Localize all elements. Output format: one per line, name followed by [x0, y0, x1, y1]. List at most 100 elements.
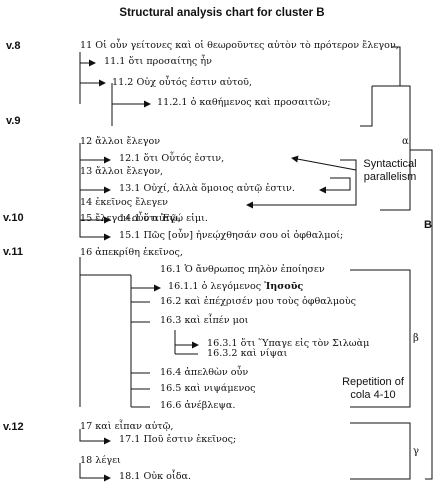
colon-12-1: 12.1 ὅτι Οὗτός ἐστιν,	[119, 153, 224, 164]
arrow-17-1	[79, 429, 111, 445]
arrow-18-1	[79, 463, 111, 482]
colon-number: 15.1	[119, 230, 141, 241]
colon-number: 11	[80, 40, 93, 51]
verse-label-v12: v.12	[3, 421, 24, 433]
colon-text: Ὁ ἄνθρωπος πηλὸν ἐποίησεν	[184, 264, 325, 275]
colon-text: ἄλλοι ἔλεγον,	[95, 166, 164, 177]
colon-text: ἀπεκρίθη ἐκεῖνος,	[95, 247, 183, 258]
colon-13: 13 ἄλλοι ἔλεγον,	[80, 166, 163, 177]
colon-text: καὶ ἐπέχρισέν μου τοὺς ὀφθαλμοὺς	[184, 296, 357, 307]
note-line-2: cola 4-10	[350, 389, 396, 401]
colon-16-3: 16.3 καὶ εἶπέν μοι	[160, 315, 248, 326]
bracket-label-b: B	[424, 219, 432, 231]
colon-15-1: 15.1 Πῶς [οὖν] ἠνεῴχθησάν σου οἱ ὀφθαλμο…	[119, 230, 343, 241]
bracket-label-alpha: α	[402, 136, 409, 147]
colon-text: ἔλεγον οὖν αὐτῷ,	[95, 213, 181, 224]
colon-number: 17.1	[119, 434, 141, 445]
note-line-1: Repetition of	[342, 376, 404, 388]
colon-number: 14.1	[119, 213, 141, 224]
bracket-alpha	[380, 85, 411, 211]
colon-11: 11 Οἱ οὖν γείτονες καὶ οἱ θεωροῦντες αὐτ…	[80, 40, 399, 51]
colon-18: 18 λέγει	[80, 455, 121, 466]
colon-number: 11.2.1	[157, 97, 188, 108]
colon-16-3-1: 16.3.1 ὅτι Ὕπαγε εἰς τὸν Σιλωὰμ	[207, 338, 369, 349]
arrow-16-1-1	[130, 275, 161, 292]
colon-text: ὅτι Ἐγώ εἰμι.	[143, 213, 208, 224]
colon-text: ἄλλοι ἔλεγον	[95, 136, 161, 147]
colon-number: 15	[80, 213, 93, 224]
colon-16-1: 16.1 Ὁ ἄνθρωπος πηλὸν ἐποίησεν	[160, 264, 325, 275]
colon-17-1: 17.1 Ποῦ ἐστιν ἐκεῖνος;	[119, 434, 236, 445]
colon-11-2-1: 11.2.1 ὁ καθήμενος καὶ προσαιτῶν;	[157, 97, 331, 108]
verse-label-v9: v.9	[6, 115, 21, 127]
colon-17: 17 καὶ εἶπαν αὐτῷ,	[80, 421, 173, 432]
colon-number: 16.1	[160, 264, 182, 275]
colon-number: 16.3.2	[207, 348, 238, 359]
verse-label-v11: v.11	[3, 246, 23, 258]
colon-number: 13	[80, 166, 93, 177]
colon-number: 17	[80, 421, 93, 432]
colon-number: 16.4	[160, 367, 182, 378]
colon-16: 16 ἀπεκρίθη ἐκεῖνος,	[80, 247, 183, 258]
colon-13-1: 13.1 Οὐχί, ἀλλὰ ὅμοιος αὐτῷ ἐστιν.	[119, 183, 295, 194]
colon-11-1: 11.1 ὅτι προσαίτης ἦν	[104, 56, 212, 67]
arrow-16-3-1	[174, 330, 199, 349]
colon-text: Ποῦ ἐστιν ἐκεῖνος;	[143, 434, 237, 445]
colon-16-6: 16.6 ἀνέβλεψα.	[160, 400, 235, 411]
colon-number: 16.6	[160, 400, 182, 411]
colon-number: 18	[80, 455, 93, 466]
bracket-label-beta: β	[413, 333, 419, 344]
colon-number: 12.1	[119, 153, 141, 164]
colon-number: 14	[80, 197, 93, 208]
bracket-gamma	[350, 422, 411, 480]
colon-18-1: 18.1 Οὐκ οἶδα.	[119, 471, 191, 482]
syn-arrow-14	[246, 176, 357, 209]
bracket-b	[410, 149, 433, 480]
note-syntactical-parallelism: Syntactical parallelism	[350, 158, 430, 184]
arrow-11-2-1	[111, 83, 151, 108]
arrow-16-1	[79, 257, 131, 276]
colon-text: καὶ εἶπαν αὐτῷ,	[95, 421, 174, 432]
colon-number: 16.3	[160, 315, 182, 326]
colon-text: ὁ καθήμενος καὶ προσαιτῶν;	[190, 97, 331, 108]
colon-number: 18.1	[119, 471, 141, 482]
note-line-1: Syntactical	[363, 158, 417, 170]
colon-text: καὶ εἶπέν μοι	[184, 315, 249, 326]
bracket-11	[372, 46, 401, 87]
colon-number: 11.2	[112, 77, 134, 88]
colon-number: 16.1.1	[168, 281, 199, 292]
syn-arrow-12b	[291, 155, 357, 171]
bracket-11-2	[360, 86, 373, 127]
colon-16-2: 16.2 καὶ ἐπέχρισέν μου τοὺς ὀφθαλμοὺς	[160, 296, 356, 307]
arrow-11-2	[79, 63, 106, 87]
colon-16-5: 16.5 καὶ νιψάμενος	[160, 383, 256, 394]
colon-text: καὶ νιψάμενος	[184, 383, 256, 394]
colon-bold-name: Ἰησοῦς	[264, 281, 304, 292]
colon-number: 12	[80, 136, 93, 147]
colon-text: ὅτι Οὗτός ἐστιν,	[143, 153, 225, 164]
colon-text: Οὐκ οἶδα.	[143, 471, 192, 482]
colon-number: 16	[80, 247, 93, 258]
colon-text: ἐκεῖνος ἔλεγεν	[95, 197, 168, 208]
colon-16-1-1: 16.1.1 ὁ λεγόμενος Ἰησοῦς	[168, 281, 303, 292]
colon-number: 13.1	[119, 183, 141, 194]
syn-arrow-13	[319, 177, 351, 194]
colon-16-4: 16.4 ἀπελθὼν οὖν	[160, 367, 248, 378]
colon-text: ὅτι προσαίτης ἦν	[128, 56, 212, 67]
syn-arrow-12	[340, 159, 357, 176]
colon-11-2: 11.2 Οὐχ οὗτός ἐστιν αὐτοῦ,	[112, 77, 252, 88]
colon-15: 15 ἔλεγον οὖν αὐτῷ,	[80, 213, 181, 224]
note-line-2: parallelism	[363, 171, 417, 183]
verse-label-v10: v.10	[3, 212, 24, 224]
colon-text: ἀνέβλεψα.	[184, 400, 236, 411]
colon-14-1: 14.1 ὅτι Ἐγώ εἰμι.	[119, 213, 208, 224]
colon-text: Οὐχ οὗτός ἐστιν αὐτοῦ,	[136, 77, 253, 88]
colon-14: 14 ἐκεῖνος ἔλεγεν	[80, 197, 168, 208]
colon-number: 16.3.1	[207, 338, 238, 349]
colon-text: λέγει	[95, 455, 121, 466]
colon-12: 12 ἄλλοι ἔλεγον	[80, 136, 160, 147]
arrow-15-1	[79, 220, 111, 241]
arrow-12-1	[79, 143, 111, 164]
colon-text: καὶ νίψαι	[240, 348, 288, 359]
